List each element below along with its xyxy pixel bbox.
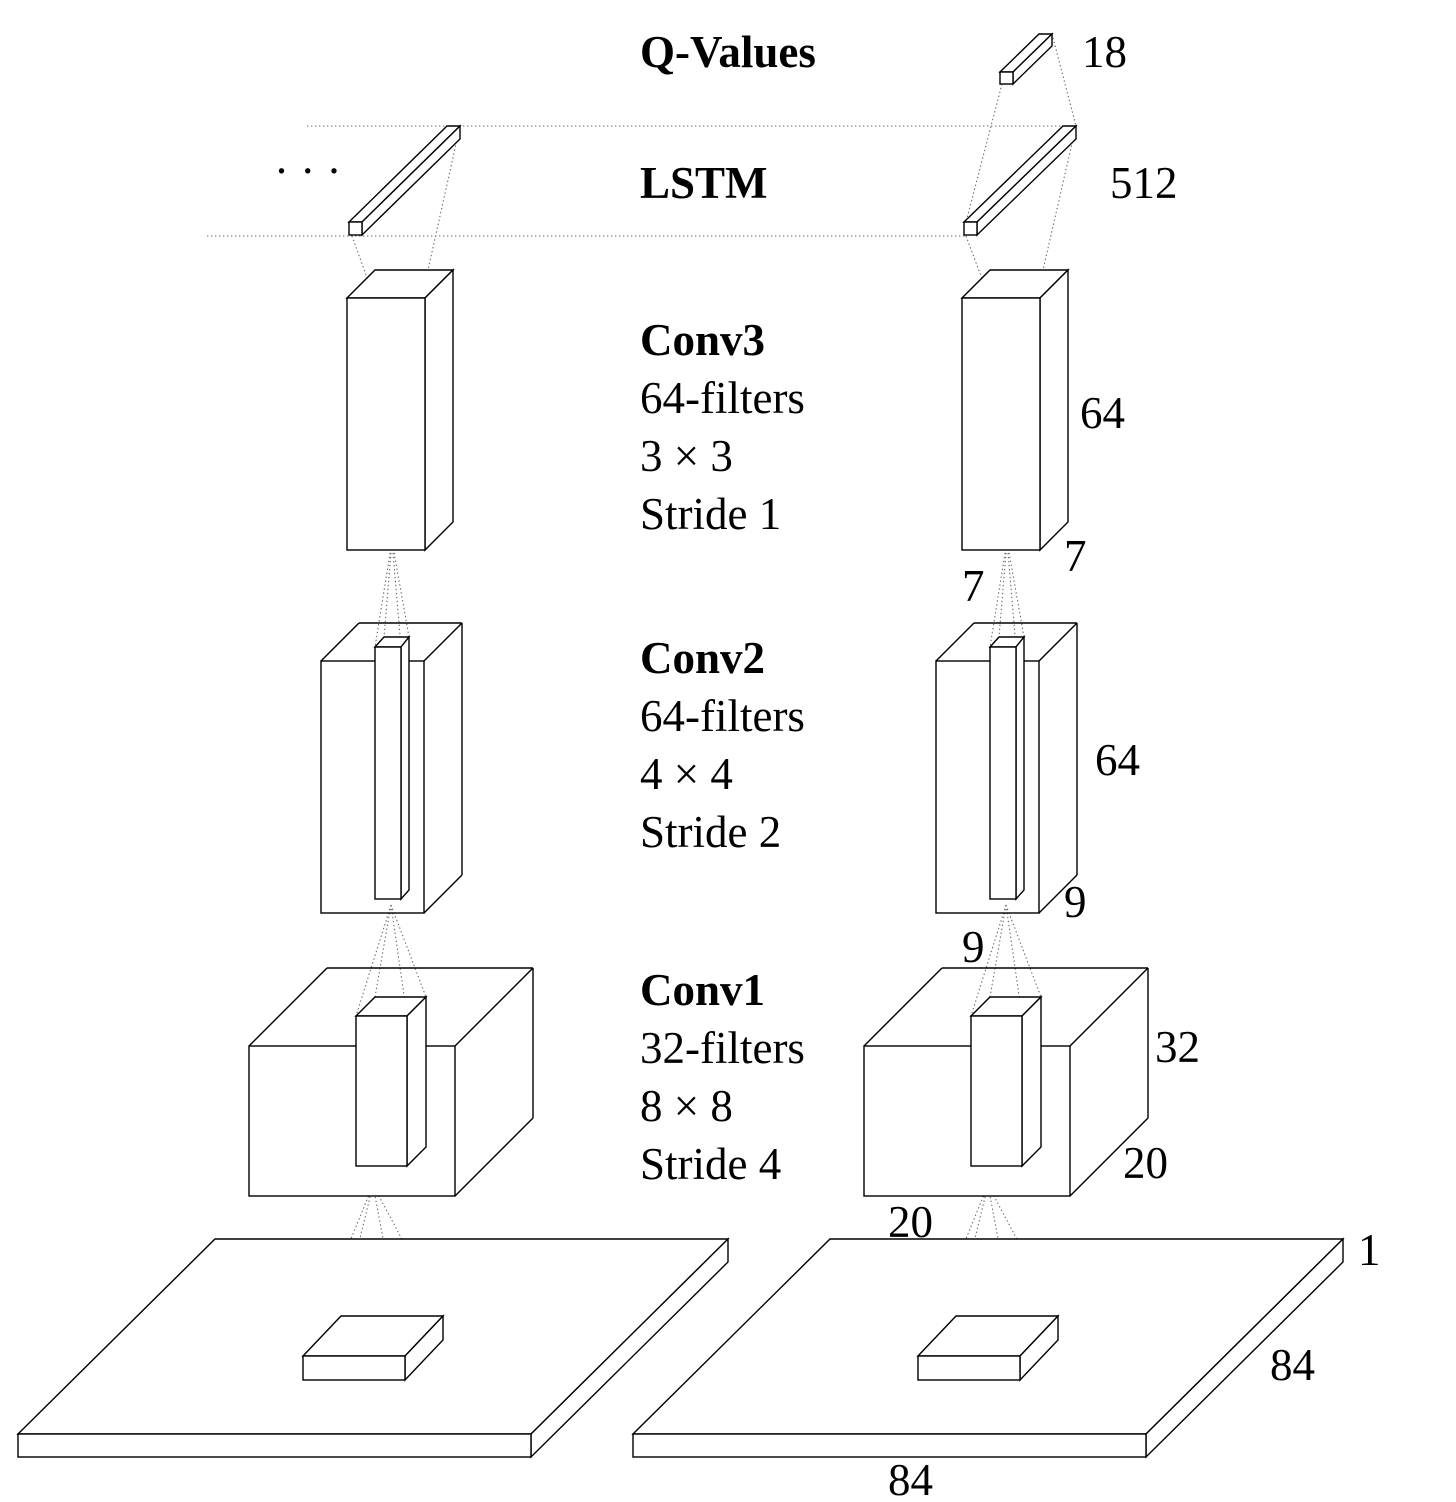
right-input-patch (916, 1314, 1060, 1382)
conv3-stride: Stride 1 (640, 489, 781, 539)
conv1-title: Conv1 (640, 965, 765, 1015)
conv3-height: 7 (962, 561, 985, 611)
left-lstm-vector (347, 124, 462, 237)
conv2-stride: Stride 2 (640, 807, 781, 857)
conv2-filters: 64-filters (640, 691, 805, 741)
conv2-width: 9 (1064, 877, 1087, 927)
conv2-title: Conv2 (640, 633, 765, 683)
dimension-labels: 18 512 64 7 7 64 9 9 32 20 20 1 84 84 (888, 27, 1381, 1502)
lstm-size: 512 (1110, 158, 1178, 208)
input-width: 84 (1270, 1340, 1315, 1390)
left-column (16, 124, 730, 1459)
left-input-patch (301, 1314, 445, 1382)
conv2-kernel: 4 × 4 (640, 749, 733, 799)
left-conv1-volume (248, 967, 534, 1197)
left-conv2-volume (320, 622, 463, 914)
conv1-stride: Stride 4 (640, 1139, 781, 1189)
q-values-title: Q-Values (640, 27, 816, 77)
conv3-filters: 64-filters (640, 373, 805, 423)
lstm-title: LSTM (640, 158, 768, 208)
conv1-width: 20 (1123, 1138, 1168, 1188)
q-values-vector (998, 32, 1054, 86)
right-column (631, 32, 1345, 1459)
conv1-kernel: 8 × 8 (640, 1081, 733, 1131)
input-depth: 1 (1358, 1225, 1381, 1275)
right-conv3-volume (960, 268, 1070, 552)
conv1-depth: 32 (1155, 1022, 1200, 1072)
conv3-depth: 64 (1080, 388, 1125, 438)
conv2-height: 9 (962, 922, 985, 972)
conv3-width: 7 (1064, 531, 1087, 581)
lstm-ellipsis: · · · (274, 146, 341, 196)
right-conv1-volume (863, 967, 1149, 1197)
conv2-depth: 64 (1095, 735, 1140, 785)
input-height: 84 (888, 1455, 933, 1502)
conv3-title: Conv3 (640, 315, 765, 365)
right-conv2-volume (935, 622, 1078, 914)
conv1-filters: 32-filters (640, 1023, 805, 1073)
conv1-height: 20 (888, 1197, 933, 1247)
left-conv3-volume (345, 268, 455, 552)
layer-labels: Q-Values LSTM · · · Conv3 64-filters 3 ×… (274, 27, 816, 1189)
conv3-kernel: 3 × 3 (640, 431, 733, 481)
qvalues-size: 18 (1082, 27, 1127, 77)
right-lstm-vector (962, 124, 1078, 237)
